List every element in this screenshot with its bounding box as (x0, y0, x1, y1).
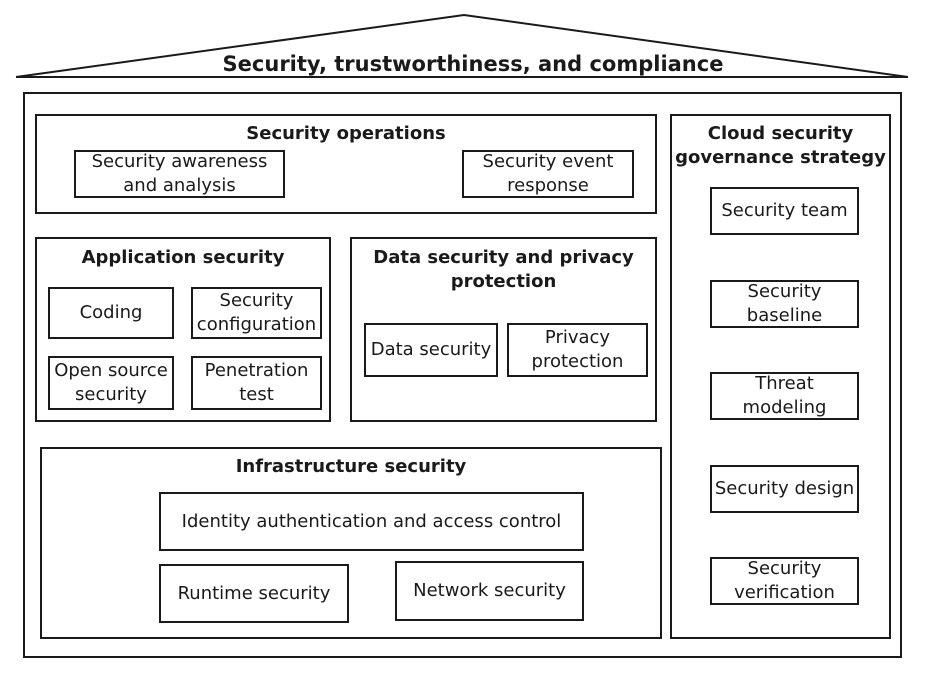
identity-access-control-box: Identity authentication and access contr… (159, 492, 584, 551)
data-security-panel: Data security and privacy protection Dat… (350, 237, 657, 422)
data-security-title: Data security and privacy protection (373, 247, 634, 292)
privacy-protection-box: Privacy protection (507, 323, 648, 377)
data-security-box: Data security (364, 323, 498, 377)
security-awareness-box: Security awareness and analysis (74, 150, 285, 198)
application-security-title: Application security (81, 247, 285, 268)
security-design-box: Security design (710, 465, 859, 513)
security-team-box: Security team (710, 187, 859, 235)
cloud-governance-title: Cloud security governance strategy (675, 123, 886, 168)
security-operations-title: Security operations (246, 123, 446, 144)
security-configuration-box: Security configuration (191, 287, 322, 339)
infrastructure-security-panel: Infrastructure security Identity authent… (40, 447, 662, 639)
network-security-box: Network security (395, 561, 584, 621)
threat-modeling-box: Threat modeling (710, 372, 859, 420)
security-verification-box: Security verification (710, 557, 859, 605)
penetration-test-box: Penetration test (191, 356, 322, 410)
open-source-security-box: Open source security (48, 356, 174, 410)
security-operations-panel: Security operations Security awareness a… (35, 114, 657, 214)
page-title: Security, trustworthiness, and complianc… (222, 52, 724, 76)
cloud-governance-panel: Cloud security governance strategy Secur… (670, 114, 891, 639)
security-event-response-box: Security event response (462, 150, 634, 198)
security-baseline-box: Security baseline (710, 280, 859, 328)
roof-outline (15, 13, 909, 78)
application-security-panel: Application security Coding Security con… (35, 237, 331, 422)
runtime-security-box: Runtime security (159, 564, 349, 623)
infrastructure-security-title: Infrastructure security (235, 456, 467, 477)
coding-box: Coding (48, 287, 174, 339)
